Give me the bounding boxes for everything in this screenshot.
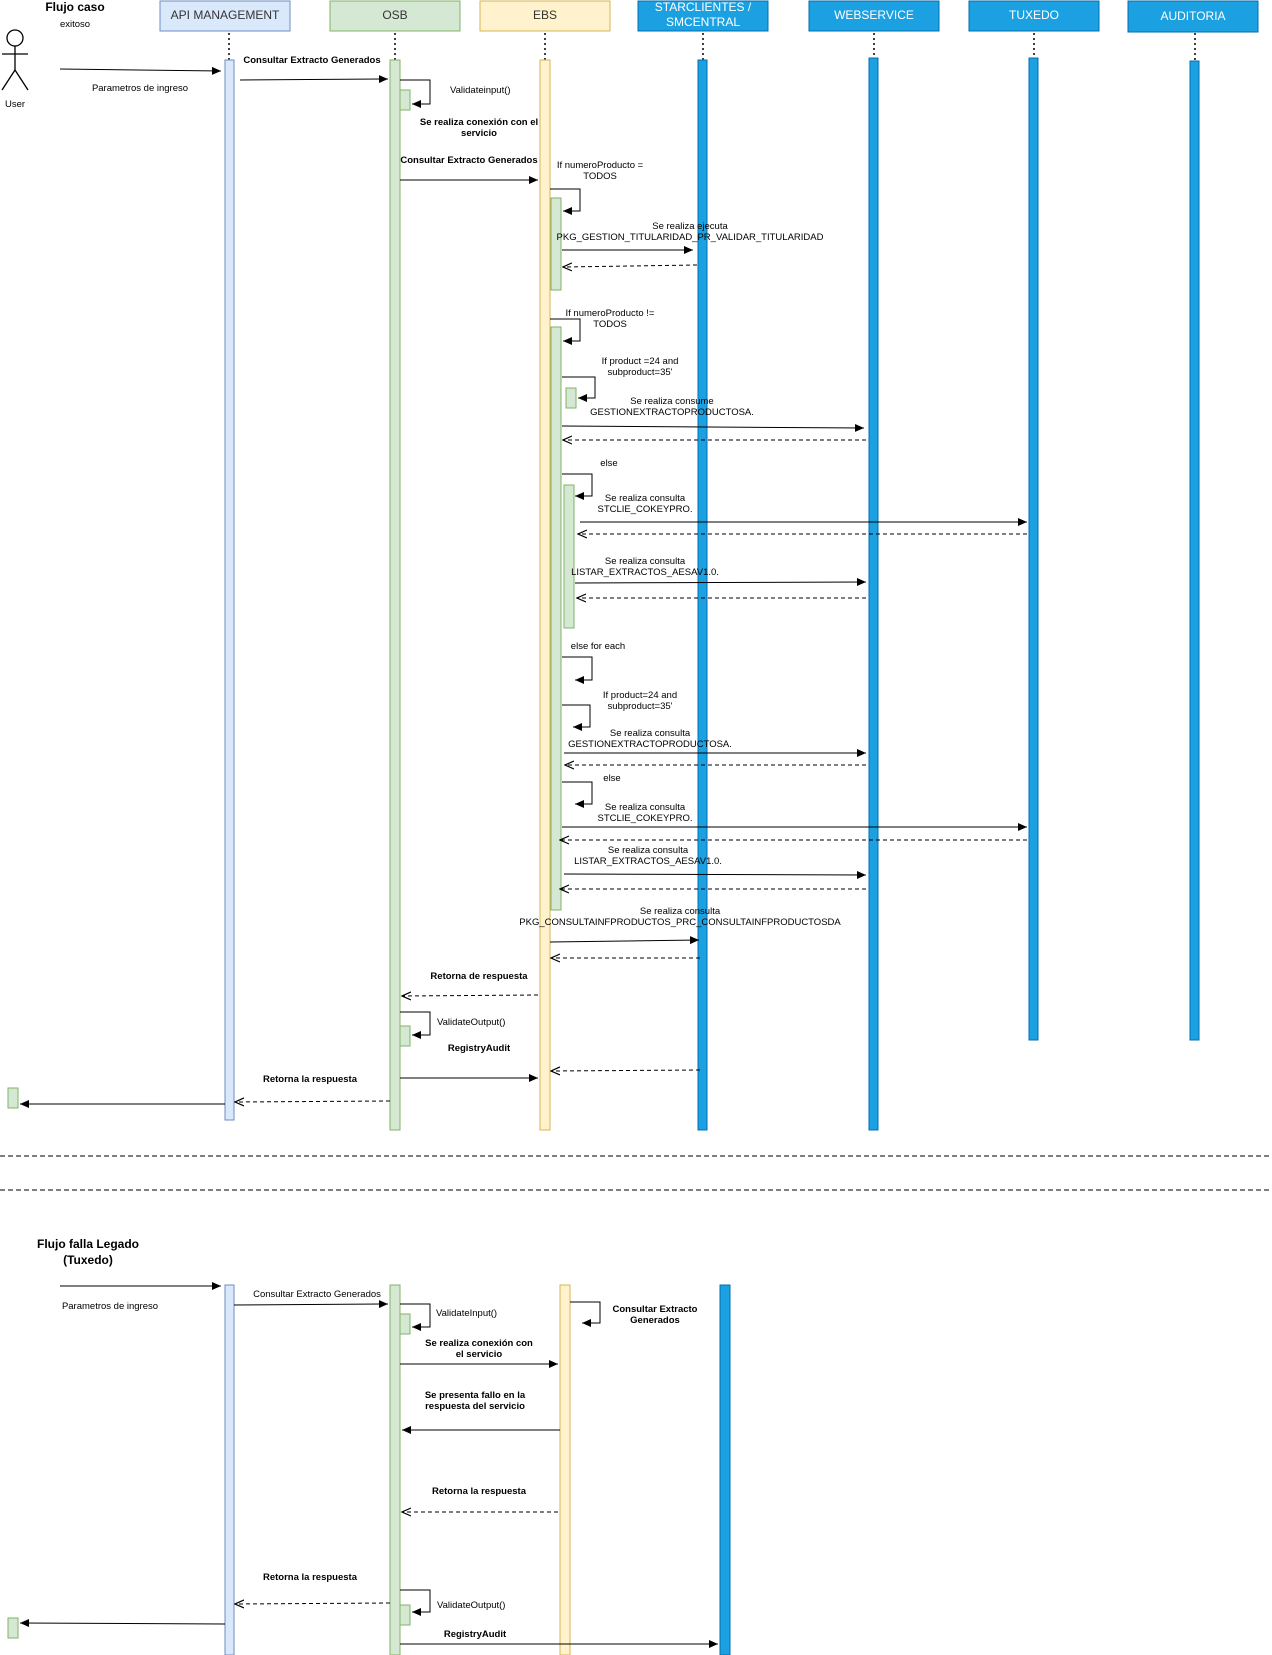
msg-label: Retorna la respuesta	[263, 1572, 358, 1583]
msg-label: RegistryAudit	[444, 1629, 507, 1640]
flow1-title-line1: Flujo caso	[45, 0, 104, 14]
activation-bars-flow2	[7, 1313, 411, 1639]
msg-label: Se realiza consulta	[608, 845, 689, 856]
api-management-lifeline	[224, 59, 235, 1121]
user-actor[interactable]	[1, 29, 29, 91]
flow2-title-line1: Flujo falla Legado	[37, 1237, 139, 1251]
msg-label: RegistryAudit	[448, 1043, 511, 1054]
msg-label: STCLIE_COKEYPRO.	[597, 813, 692, 824]
participant-starclientes[interactable]: STARCLIENTES / SMCENTRAL	[637, 0, 769, 32]
webservice-lifeline	[868, 57, 879, 1131]
msg-label: LISTAR_EXTRACTOS_AESAV1.0.	[571, 567, 719, 578]
tuxedo-lifeline	[1028, 57, 1039, 1041]
msg-label: servicio	[461, 128, 497, 139]
msg-label: TODOS	[593, 319, 627, 330]
msg-label: Se realiza consulta	[605, 802, 686, 813]
flow2-messages	[19, 1282, 718, 1648]
msg-label: subproduct=35'	[608, 701, 673, 712]
msg-label: GESTIONEXTRACTOPRODUCTOSA.	[590, 407, 754, 418]
flow2-title-line2: (Tuxedo)	[63, 1253, 113, 1267]
participant-tuxedo[interactable]: TUXEDO	[968, 0, 1100, 32]
flow1-messages	[20, 66, 1027, 1108]
participant-api-management[interactable]: API MANAGEMENT	[159, 0, 291, 32]
msg-label: else for each	[571, 641, 625, 652]
msg-label: Se realiza consulta	[610, 728, 691, 739]
participant-ebs[interactable]: EBS	[479, 0, 611, 32]
msg-label: respuesta del servicio	[425, 1401, 525, 1412]
msg-label: TODOS	[583, 171, 617, 182]
msg-label: Se presenta fallo en la	[425, 1390, 526, 1401]
osb-lifeline	[389, 1284, 401, 1655]
starclientes-lifeline	[719, 1284, 731, 1655]
participant-auditoria[interactable]: AUDITORIA	[1127, 0, 1259, 33]
msg-label: Se realiza consulta	[605, 556, 686, 567]
msg-label: Se realiza conexión con	[425, 1338, 533, 1349]
msg-label: If product =24 and	[602, 356, 679, 367]
msg-label: ValidateOutput()	[437, 1017, 505, 1028]
auditoria-lifeline	[1189, 60, 1200, 1041]
api-management-lifeline	[224, 1284, 235, 1655]
msg-label: else	[603, 773, 620, 784]
starclientes-lifeline	[697, 59, 708, 1131]
msg-label: LISTAR_EXTRACTOS_AESAV1.0.	[574, 856, 722, 867]
msg-label: Parametros de ingreso	[92, 83, 188, 94]
msg-label: PKG_GESTION_TITULARIDAD_PR_VALIDAR_TITUL…	[557, 232, 824, 243]
msg-label: PKG_CONSULTAINFPRODUCTOS_PRC_CONSULTAINF…	[519, 917, 841, 928]
msg-label: subproduct=35'	[608, 367, 673, 378]
msg-label: Generados	[630, 1315, 680, 1326]
ebs-lifeline	[539, 59, 551, 1131]
participant-label-line1: STARCLIENTES /	[655, 0, 752, 14]
participant-label: TUXEDO	[1009, 8, 1059, 22]
participant-webservice[interactable]: WEBSERVICE	[808, 0, 940, 32]
msg-label: Validateinput()	[450, 85, 511, 96]
ebs-lifeline	[559, 1284, 571, 1655]
msg-label: ValidateOutput()	[437, 1600, 505, 1611]
user-actor-label: User	[5, 99, 25, 110]
msg-label: Consultar Extracto Generados	[253, 1289, 381, 1300]
msg-label: Retorna de respuesta	[430, 971, 528, 982]
participant-label-line2: SMCENTRAL	[666, 15, 740, 29]
participant-label: EBS	[533, 8, 557, 22]
participant-label: API MANAGEMENT	[171, 8, 280, 22]
flow1-title-line2: exitoso	[60, 19, 90, 30]
msg-label: el servicio	[456, 1349, 503, 1360]
msg-label: If numeroProducto =	[557, 160, 644, 171]
msg-label: Retorna la respuesta	[432, 1486, 527, 1497]
msg-label: Se realiza ejecuta	[652, 221, 728, 232]
participant-label: WEBSERVICE	[834, 8, 914, 22]
msg-label: Retorna la respuesta	[263, 1074, 358, 1085]
msg-label: Consultar Extracto Generados	[243, 55, 380, 66]
participant-label: OSB	[382, 8, 407, 22]
activation-bars	[7, 89, 577, 1109]
msg-label: Se realiza consulta	[605, 493, 686, 504]
osb-lifeline	[389, 59, 401, 1131]
msg-label: GESTIONEXTRACTOPRODUCTOSA.	[568, 739, 732, 750]
msg-label: Consultar Extracto Generados	[400, 155, 537, 166]
msg-label: Se realiza conexión con el	[420, 117, 538, 128]
msg-label: If numeroProducto !=	[566, 308, 655, 319]
msg-label: ValidateInput()	[436, 1308, 497, 1319]
msg-label: Consultar Extracto	[613, 1304, 698, 1315]
msg-label: Parametros de ingreso	[62, 1301, 158, 1312]
msg-label: Se realiza consulta	[640, 906, 721, 917]
msg-label: Se realiza consume	[630, 396, 713, 407]
msg-label: STCLIE_COKEYPRO.	[597, 504, 692, 515]
msg-label: If product=24 and	[603, 690, 677, 701]
msg-label: else	[600, 458, 617, 469]
participant-label: AUDITORIA	[1160, 9, 1225, 23]
participant-osb[interactable]: OSB	[329, 0, 461, 32]
